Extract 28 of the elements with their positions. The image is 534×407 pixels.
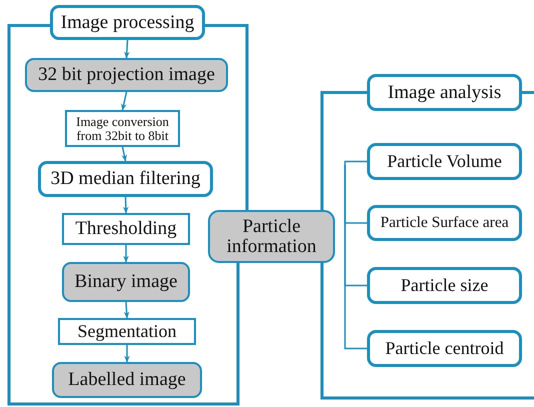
data-box: Labelled image	[52, 362, 202, 398]
process-box: Particle Volume	[367, 143, 522, 180]
connector-line	[344, 160, 367, 165]
arrow	[121, 146, 127, 162]
data-box: 32 bit projection image	[25, 58, 228, 92]
process-box: Image analysis	[367, 74, 522, 111]
connector-line	[344, 165, 367, 350]
arrow	[124, 302, 130, 319]
connector-line	[320, 263, 534, 400]
data-box: Particle information	[208, 210, 335, 263]
connector-line	[320, 91, 367, 210]
arrow	[123, 245, 129, 263]
connector-line	[205, 24, 248, 210]
arrow	[124, 40, 130, 59]
process-box: Image processing	[50, 5, 205, 40]
process-box: Particle Surface area	[367, 205, 522, 241]
arrow	[124, 345, 130, 363]
process-box: Particle centroid	[367, 330, 522, 367]
arrow	[123, 196, 129, 214]
process-box: Image conversion from 32bit to 8bit	[65, 110, 180, 147]
connector-line	[522, 91, 534, 94]
data-box: Binary image	[62, 262, 190, 302]
process-box: Segmentation	[58, 318, 196, 345]
process-box: Thresholding	[62, 213, 190, 245]
arrow	[121, 92, 128, 111]
process-box: 3D median filtering	[38, 161, 213, 197]
process-box: Particle size	[367, 267, 522, 304]
connector-line	[8, 24, 240, 406]
